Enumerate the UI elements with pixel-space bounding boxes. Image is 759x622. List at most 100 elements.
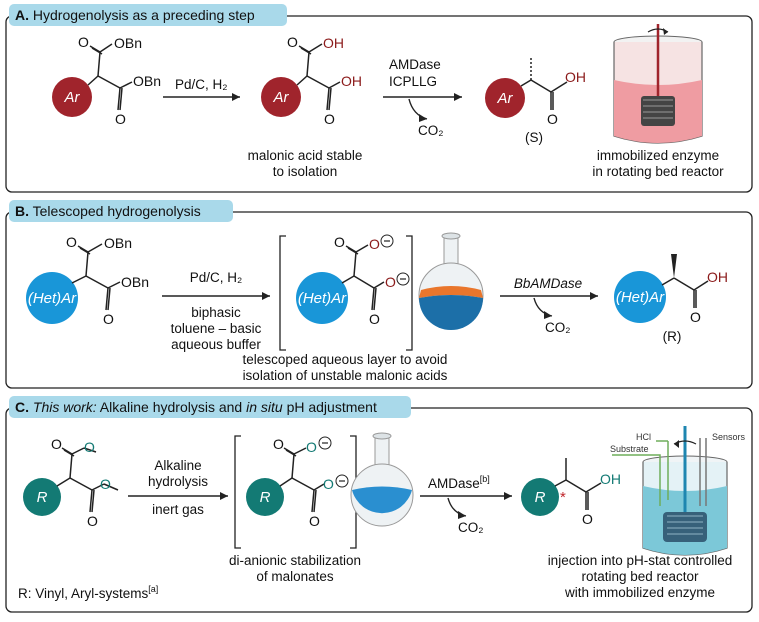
atom-o-minus: O — [385, 274, 396, 290]
atom-o: O — [324, 111, 335, 127]
panel-a: A. Hydrogenolysis as a preceding step Ar… — [5, 4, 753, 193]
atom-oh: OH — [565, 69, 586, 85]
atom-o: O — [334, 234, 345, 250]
panel-b-frame — [5, 211, 753, 389]
hetar-ring-icon — [614, 271, 666, 323]
enzyme-label: AMDase[b] — [428, 474, 490, 491]
reagent-label: hydrolysis — [148, 474, 208, 489]
ar-ring-icon — [261, 77, 301, 117]
hetar-label: (Het)Ar — [298, 290, 347, 307]
round-bottom-flask-icon — [418, 232, 484, 330]
panel-a-frame — [5, 15, 753, 193]
reagent-label: Alkaline — [154, 458, 201, 473]
panel-b-note: telescoped aqueous layer to avoid — [243, 352, 448, 367]
r-ring-icon — [246, 478, 284, 516]
panel-c-note1: di-anionic stabilization — [229, 553, 361, 568]
panel-c-note2: injection into pH-stat controlled — [548, 553, 733, 568]
panel-c-note2: rotating bed reactor — [581, 569, 699, 584]
atom-obn: OBn — [133, 73, 161, 89]
panel-b-title: B. Telescoped hydrogenolysis — [15, 203, 201, 219]
panel-a-product: Ar OH O — [485, 58, 586, 127]
panel-b: B. Telescoped hydrogenolysis (Het)Ar O O… — [5, 200, 753, 389]
sensors-label: Sensors — [712, 432, 746, 442]
atom-o: O — [87, 513, 98, 529]
ar-ring-icon — [52, 77, 92, 117]
panel-b-product: (Het)Ar OH O — [614, 254, 728, 325]
panel-a-tab — [9, 4, 287, 26]
panel-a-substrate: Ar O OBn OBn O — [52, 34, 161, 127]
atom-oh: OH — [707, 269, 728, 285]
panel-a-note2: immobilized enzyme — [597, 148, 719, 163]
enzyme-label: BbAMDase — [514, 276, 582, 291]
byproduct-label: CO₂ — [418, 123, 444, 138]
ph-stat-reactor-icon — [612, 426, 728, 556]
enzyme-variant-label: ICPLLG — [389, 74, 437, 89]
atom-o: O — [78, 34, 89, 50]
hcl-label: HCl — [636, 432, 651, 442]
condition-label: biphasic — [191, 305, 241, 320]
atom-o: O — [287, 34, 298, 50]
atom-o: O — [84, 439, 95, 455]
substrate-label: Substrate — [610, 444, 649, 454]
reagent-label: Pd/C, H₂ — [175, 77, 228, 92]
ar-label: Ar — [64, 89, 81, 106]
round-bottom-flask-icon — [350, 432, 414, 527]
panel-c-note2: with immobilized enzyme — [564, 585, 715, 600]
atom-o: O — [273, 436, 284, 452]
ar-label: Ar — [273, 89, 290, 106]
atom-oh: OH — [600, 471, 621, 487]
panel-b-substrate: (Het)Ar O OBn OBn O — [26, 234, 149, 327]
panel-c: C. This work: Alkaline hydrolysis and in… — [5, 396, 753, 613]
panel-b-dianion: (Het)Ar O O O O — [279, 234, 413, 351]
atom-o: O — [690, 309, 701, 325]
panel-c-footnote: R: Vinyl, Aryl-systems[a] — [18, 584, 158, 601]
panel-a-title: A. Hydrogenolysis as a preceding step — [15, 7, 255, 23]
panel-b-tab — [9, 200, 233, 222]
r-label: R — [37, 489, 48, 506]
panel-a-note1: to isolation — [273, 164, 338, 179]
atom-o: O — [369, 311, 380, 327]
condition-label: toluene – basic — [171, 321, 262, 336]
panel-a-note1: malonic acid stable — [248, 148, 363, 163]
hetar-label: (Het)Ar — [28, 290, 77, 307]
ar-ring-icon — [485, 78, 525, 118]
rotating-bed-reactor-icon — [613, 24, 703, 144]
stereo-label: (S) — [525, 130, 543, 145]
hetar-ring-icon — [26, 272, 78, 324]
hetar-label: (Het)Ar — [616, 289, 665, 306]
atom-obn: OBn — [121, 274, 149, 290]
co2-release-arrow — [408, 98, 428, 120]
r-label: R — [260, 489, 271, 506]
atom-o: O — [309, 513, 320, 529]
condition-label: inert gas — [152, 502, 204, 517]
stereocenter-star-icon: * — [560, 489, 566, 506]
atom-o: O — [115, 111, 126, 127]
atom-obn: OBn — [114, 35, 142, 51]
panel-c-product: R * OH O — [521, 458, 621, 527]
panel-a-malonic-acid: Ar O OH OH O — [261, 34, 362, 127]
stereo-label: (R) — [663, 329, 682, 344]
atom-o: O — [66, 234, 77, 250]
atom-oh: OH — [341, 73, 362, 89]
condition-label: aqueous buffer — [171, 337, 261, 352]
byproduct-label: CO₂ — [545, 320, 571, 335]
atom-o: O — [51, 436, 62, 452]
panel-c-tab — [9, 396, 411, 418]
byproduct-label: CO₂ — [458, 520, 484, 535]
panel-a-note2: in rotating bed reactor — [592, 164, 724, 179]
panel-b-note: isolation of unstable malonic acids — [243, 368, 448, 383]
panel-c-note1: of malonates — [256, 569, 334, 584]
panel-c-substrate: R O O O O — [23, 436, 119, 529]
atom-o: O — [100, 476, 111, 492]
atom-oh: OH — [323, 35, 344, 51]
co2-release-arrow — [447, 497, 467, 517]
r-ring-icon — [521, 478, 559, 516]
hetar-ring-icon — [296, 272, 348, 324]
panel-c-title: C. This work: Alkaline hydrolysis and in… — [15, 399, 377, 415]
r-ring-icon — [23, 478, 61, 516]
atom-o: O — [582, 511, 593, 527]
atom-o: O — [547, 111, 558, 127]
atom-o-minus: O — [306, 439, 317, 455]
